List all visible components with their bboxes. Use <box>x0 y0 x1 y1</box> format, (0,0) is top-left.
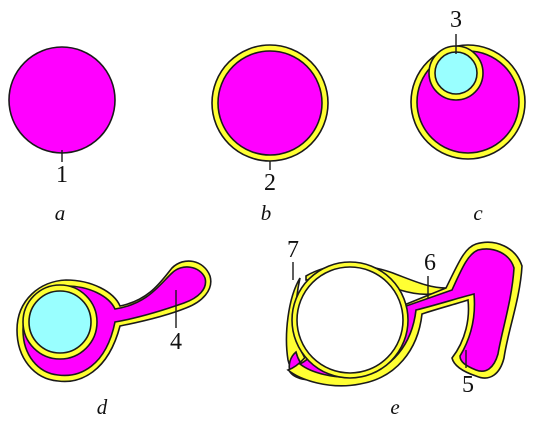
panel-d: 4 d <box>16 260 212 419</box>
caption-d: d <box>97 395 108 419</box>
panel-c-vacuole <box>434 51 478 95</box>
panel-a: 1 a <box>8 46 116 225</box>
label-6: 6 <box>424 250 436 276</box>
panel-b: 2 b <box>211 44 329 225</box>
panel-c: 3 c <box>410 7 526 225</box>
panel-e: 7 6 5 e <box>285 237 523 419</box>
panel-e-white-space <box>296 266 404 374</box>
caption-b: b <box>261 201 272 225</box>
caption-a: a <box>55 201 66 225</box>
label-4: 4 <box>170 329 182 355</box>
label-1: 1 <box>56 162 68 188</box>
caption-c: c <box>473 201 483 225</box>
label-2: 2 <box>264 170 276 196</box>
label-5: 5 <box>462 372 474 398</box>
caption-e: e <box>390 395 399 419</box>
label-7: 7 <box>287 237 299 263</box>
panel-b-pink-disc <box>217 50 323 156</box>
label-3: 3 <box>450 7 462 33</box>
panel-a-pink-disc <box>8 46 116 154</box>
panel-d-vacuole <box>28 290 92 354</box>
